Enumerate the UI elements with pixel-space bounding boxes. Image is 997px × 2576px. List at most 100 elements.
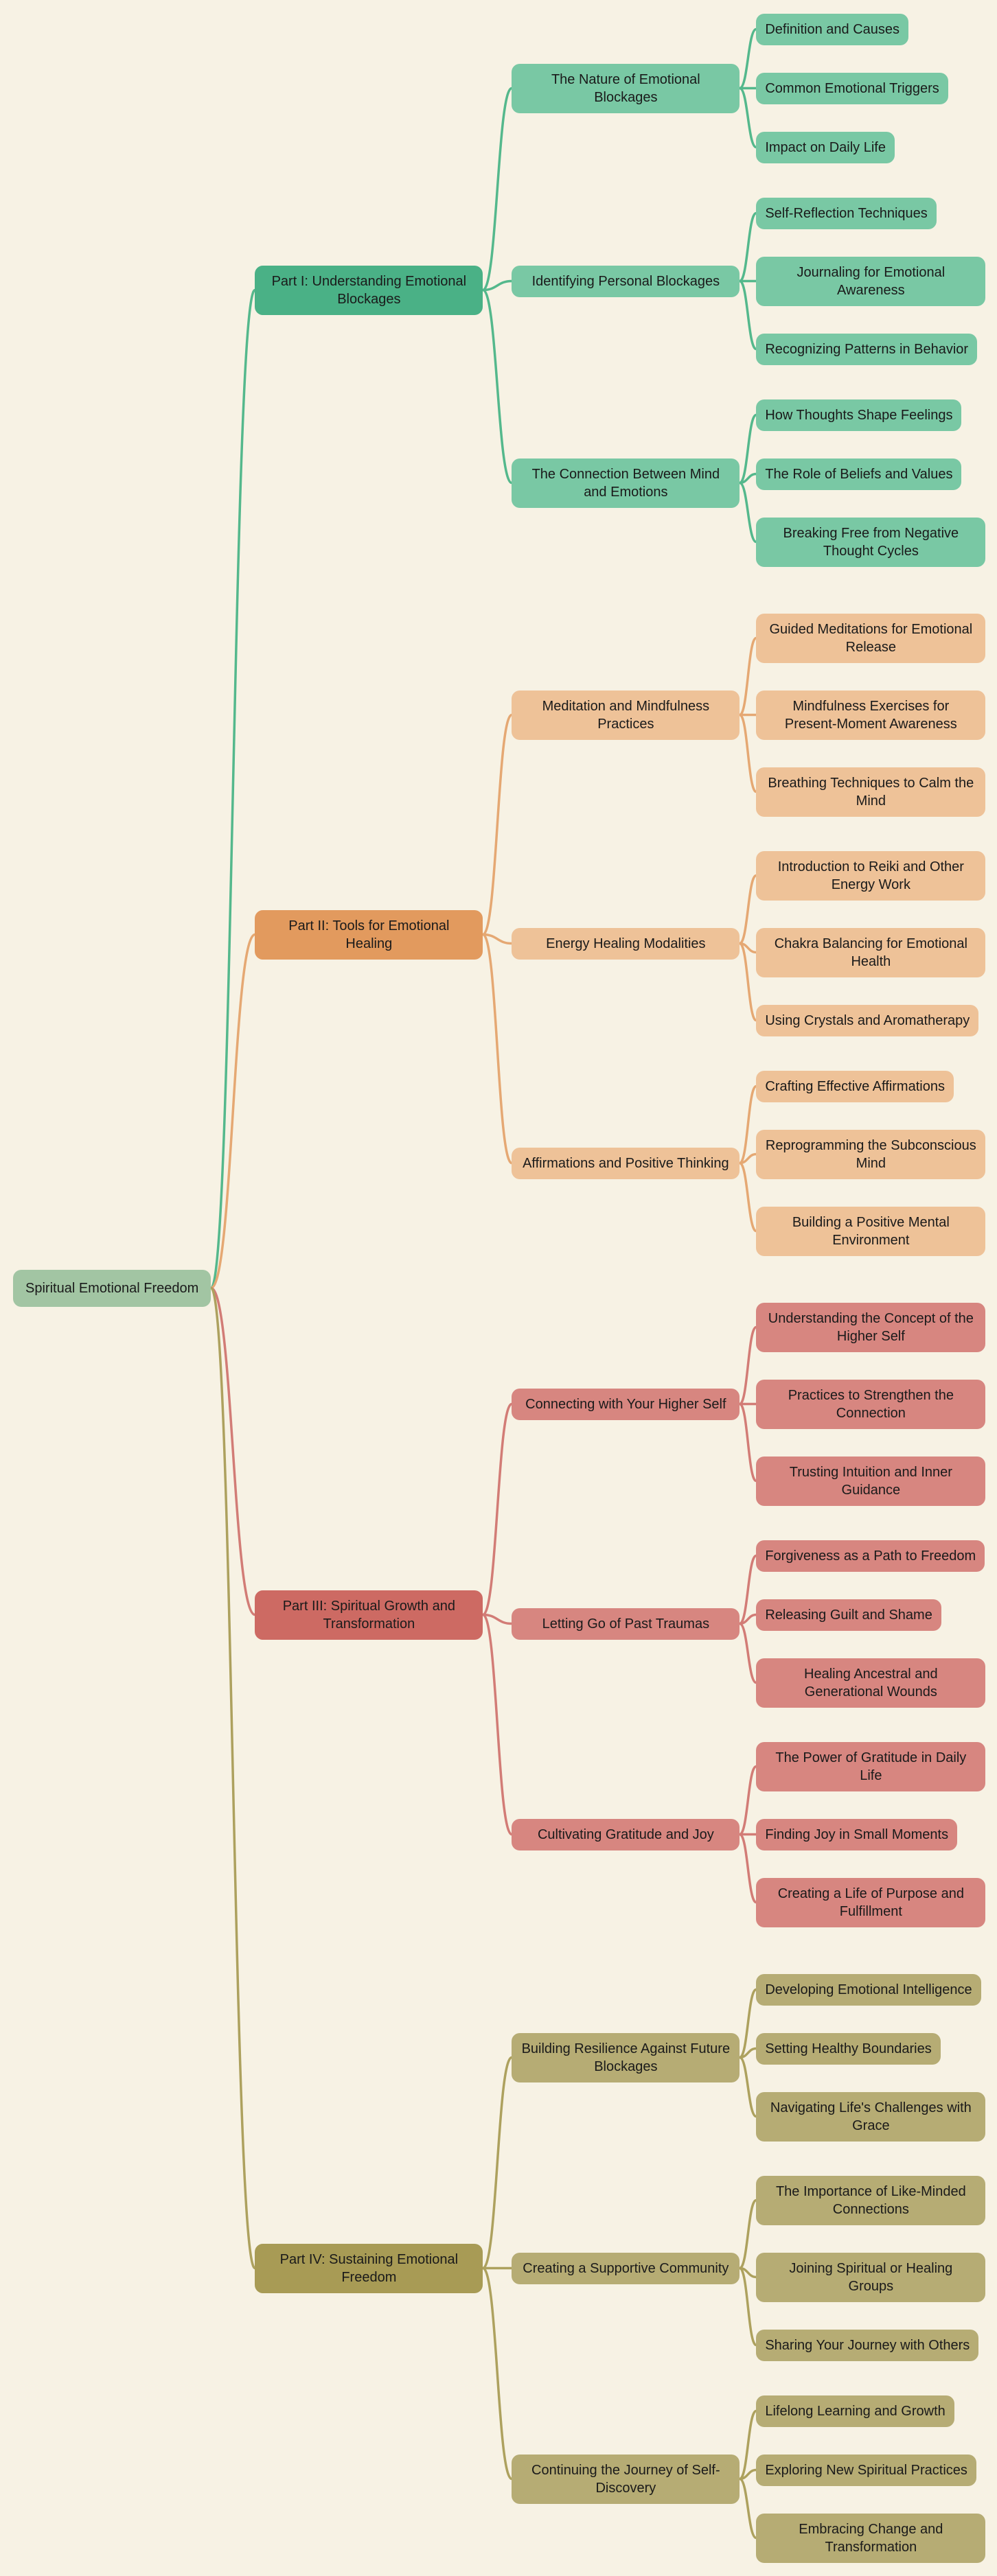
branch-group: Developing Emotional Intelligence xyxy=(756,1973,981,2006)
branch-group: Part I: Understanding Emotional Blockage… xyxy=(255,13,986,567)
topic-node[interactable]: Creating a Supportive Community xyxy=(512,2252,740,2284)
branch-group: Using Crystals and Aromatherapy xyxy=(756,1004,979,1036)
topic-node[interactable]: Continuing the Journey of Self-Discovery xyxy=(512,2454,740,2504)
branch-group: Creating a Supportive Community The Impor… xyxy=(512,2175,986,2361)
topic-node[interactable]: Cultivating Gratitude and Joy xyxy=(512,1818,740,1850)
branch-group: Meditation and Mindfulness Practices Guid… xyxy=(512,613,986,817)
leaf-node[interactable]: Joining Spiritual or Healing Groups xyxy=(756,2252,986,2302)
branch-group: The Importance of Like-Minded Connection… xyxy=(756,2175,986,2225)
part-branch-node[interactable]: Part IV: Sustaining Emotional Freedom xyxy=(255,2243,483,2293)
branch-group: Continuing the Journey of Self-Discovery… xyxy=(512,2395,986,2563)
leaf-node[interactable]: Trusting Intuition and Inner Guidance xyxy=(756,1456,986,1506)
branch-group: Forgiveness as a Path to Freedom xyxy=(756,1540,985,1572)
leaf-node[interactable]: Guided Meditations for Emotional Release xyxy=(756,613,986,663)
topic-node[interactable]: Letting Go of Past Traumas xyxy=(512,1608,740,1640)
branch-group: Affirmations and Positive Thinking Crafti… xyxy=(512,1070,986,1256)
part-branch-node[interactable]: Part I: Understanding Emotional Blockage… xyxy=(255,265,483,315)
branch-group: Breaking Free from Negative Thought Cycl… xyxy=(756,517,986,567)
topic-node[interactable]: Building Resilience Against Future Block… xyxy=(512,2032,740,2082)
branch-group: Trusting Intuition and Inner Guidance xyxy=(756,1456,986,1506)
root-group: Spiritual Emotional Freedom Part I: Under… xyxy=(13,13,986,2563)
leaf-node[interactable]: The Importance of Like-Minded Connection… xyxy=(756,2175,986,2225)
leaf-node[interactable]: Mindfulness Exercises for Present-Moment… xyxy=(756,690,986,740)
branch-group: Introduction to Reiki and Other Energy W… xyxy=(756,850,986,901)
part-branch-node[interactable]: Part III: Spiritual Growth and Transform… xyxy=(255,1590,483,1640)
part-branch-node[interactable]: Part II: Tools for Emotional Healing xyxy=(255,909,483,960)
leaf-node[interactable]: Recognizing Patterns in Behavior xyxy=(756,333,978,365)
leaf-node[interactable]: Forgiveness as a Path to Freedom xyxy=(756,1540,985,1572)
topic-node[interactable]: The Nature of Emotional Blockages xyxy=(512,63,740,113)
branch-group: Understanding the Concept of the Higher … xyxy=(756,1302,986,1352)
leaf-node[interactable]: The Role of Beliefs and Values xyxy=(756,458,962,490)
branch-group: Embracing Change and Transformation xyxy=(756,2513,986,2563)
branch-group: Reprogramming the Subconscious Mind xyxy=(756,1129,986,1179)
leaf-node[interactable]: Finding Joy in Small Moments xyxy=(756,1818,958,1850)
topic-node[interactable]: Meditation and Mindfulness Practices xyxy=(512,690,740,740)
leaf-node[interactable]: Crafting Effective Affirmations xyxy=(756,1070,954,1102)
leaf-node[interactable]: Embracing Change and Transformation xyxy=(756,2513,986,2563)
leaf-node[interactable]: Definition and Causes xyxy=(756,13,909,45)
leaf-node[interactable]: Lifelong Learning and Growth xyxy=(756,2395,954,2427)
leaf-node[interactable]: Using Crystals and Aromatherapy xyxy=(756,1004,979,1036)
leaf-node[interactable]: Developing Emotional Intelligence xyxy=(756,1973,981,2006)
branch-group: Building Resilience Against Future Block… xyxy=(512,1973,986,2142)
branch-group: Identifying Personal Blockages Self-Refle… xyxy=(512,197,986,365)
branch-group: Self-Reflection Techniques xyxy=(756,197,937,229)
leaf-node[interactable]: Exploring New Spiritual Practices xyxy=(756,2454,976,2486)
topic-node[interactable]: The Connection Between Mind and Emotions xyxy=(512,458,740,508)
leaf-node[interactable]: Releasing Guilt and Shame xyxy=(756,1599,941,1631)
branch-group: Finding Joy in Small Moments xyxy=(756,1818,958,1850)
leaf-node[interactable]: Practices to Strengthen the Connection xyxy=(756,1379,986,1429)
leaf-node[interactable]: Sharing Your Journey with Others xyxy=(756,2329,979,2361)
branch-group: The Role of Beliefs and Values xyxy=(756,458,962,490)
branch-group: Breathing Techniques to Calm the Mind xyxy=(756,767,986,817)
leaf-node[interactable]: Introduction to Reiki and Other Energy W… xyxy=(756,850,986,901)
leaf-node[interactable]: Breaking Free from Negative Thought Cycl… xyxy=(756,517,986,567)
topic-node[interactable]: Connecting with Your Higher Self xyxy=(512,1388,740,1420)
leaf-node[interactable]: Creating a Life of Purpose and Fulfillme… xyxy=(756,1877,986,1927)
leaf-node[interactable]: Common Emotional Triggers xyxy=(756,72,948,104)
children-column: Introduction to Reiki and Other Energy W… xyxy=(756,850,986,1036)
branch-group: Common Emotional Triggers xyxy=(756,72,948,104)
leaf-node[interactable]: Building a Positive Mental Environment xyxy=(756,1206,986,1256)
branch-group: Impact on Daily Life xyxy=(756,131,895,163)
leaf-node[interactable]: Chakra Balancing for Emotional Health xyxy=(756,927,986,977)
branch-group: Joining Spiritual or Healing Groups xyxy=(756,2252,986,2302)
branch-group: Building a Positive Mental Environment xyxy=(756,1206,986,1256)
branch-group: Part IV: Sustaining Emotional Freedom Bui… xyxy=(255,1973,986,2563)
leaf-node[interactable]: Self-Reflection Techniques xyxy=(756,197,937,229)
topic-node[interactable]: Identifying Personal Blockages xyxy=(512,265,740,297)
children-column: Understanding the Concept of the Higher … xyxy=(756,1302,986,1506)
leaf-node[interactable]: Setting Healthy Boundaries xyxy=(756,2032,941,2065)
branch-group: Definition and Causes xyxy=(756,13,909,45)
topic-node[interactable]: Energy Healing Modalities xyxy=(512,927,740,960)
leaf-node[interactable]: Healing Ancestral and Generational Wound… xyxy=(756,1658,986,1708)
branch-group: Releasing Guilt and Shame xyxy=(756,1599,941,1631)
branch-group: Guided Meditations for Emotional Release xyxy=(756,613,986,663)
leaf-node[interactable]: Understanding the Concept of the Higher … xyxy=(756,1302,986,1352)
mindmap-root-node[interactable]: Spiritual Emotional Freedom xyxy=(13,1269,211,1307)
branch-group: Creating a Life of Purpose and Fulfillme… xyxy=(756,1877,986,1927)
children-column: Connecting with Your Higher Self Understa… xyxy=(512,1302,986,1927)
leaf-node[interactable]: Navigating Life's Challenges with Grace xyxy=(756,2091,986,2142)
leaf-node[interactable]: Breathing Techniques to Calm the Mind xyxy=(756,767,986,817)
leaf-node[interactable]: Impact on Daily Life xyxy=(756,131,895,163)
branch-group: The Connection Between Mind and Emotions… xyxy=(512,399,986,567)
branch-group: Exploring New Spiritual Practices xyxy=(756,2454,976,2486)
topic-node[interactable]: Affirmations and Positive Thinking xyxy=(512,1147,740,1179)
leaf-node[interactable]: The Power of Gratitude in Daily Life xyxy=(756,1741,986,1791)
branch-group: Practices to Strengthen the Connection xyxy=(756,1379,986,1429)
branch-group: Chakra Balancing for Emotional Health xyxy=(756,927,986,977)
leaf-node[interactable]: Journaling for Emotional Awareness xyxy=(756,256,986,306)
children-column: The Importance of Like-Minded Connection… xyxy=(756,2175,986,2361)
mindmap-tree: Spiritual Emotional Freedom Part I: Under… xyxy=(13,0,986,2576)
leaf-node[interactable]: How Thoughts Shape Feelings xyxy=(756,399,962,431)
leaf-node[interactable]: Reprogramming the Subconscious Mind xyxy=(756,1129,986,1179)
branch-group: Crafting Effective Affirmations xyxy=(756,1070,954,1102)
branch-group: The Nature of Emotional Blockages Definit… xyxy=(512,13,948,163)
